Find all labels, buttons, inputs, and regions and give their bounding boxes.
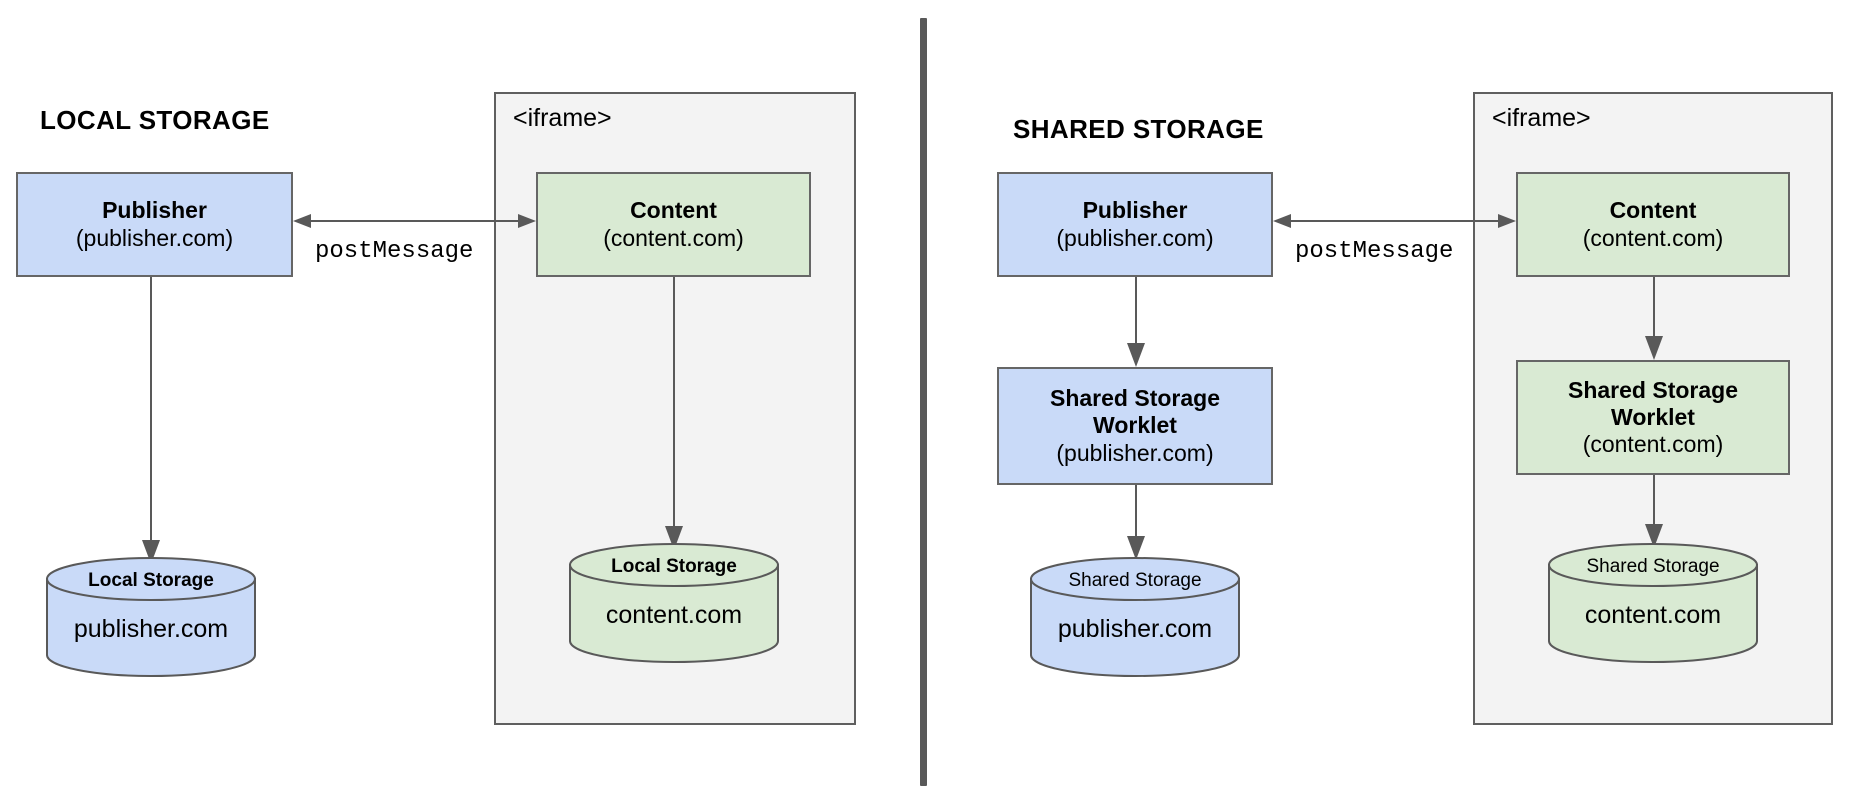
label-postmessage-shared: postMessage <box>1295 238 1454 265</box>
panel-title-shared-storage: SHARED STORAGE <box>1013 114 1264 144</box>
node-content-local[interactable]: Content (content.com) <box>536 172 811 277</box>
connector-worklet-to-store-content <box>1645 475 1663 548</box>
node-content-shared-title: Content <box>1609 197 1697 224</box>
panel-title-local-storage: LOCAL STORAGE <box>40 105 270 135</box>
connector-postmessage-local <box>293 214 536 228</box>
node-worklet-publisher-line2: Worklet <box>1093 412 1177 439</box>
node-publisher-shared-title: Publisher <box>1082 197 1188 224</box>
label-postmessage-local: postMessage <box>315 238 474 265</box>
node-worklet-publisher[interactable]: Shared Storage Worklet (publisher.com) <box>997 367 1273 485</box>
connector-postmessage-shared <box>1273 214 1516 228</box>
node-worklet-content-line2: Worklet <box>1611 403 1695 430</box>
node-publisher-shared[interactable]: Publisher (publisher.com) <box>997 172 1273 277</box>
node-worklet-content-subtitle: (content.com) <box>1582 431 1724 458</box>
node-worklet-content[interactable]: Shared Storage Worklet (content.com) <box>1516 360 1790 475</box>
connector-content-to-store-local <box>665 277 683 550</box>
connector-publisher-to-worklet-shared <box>1127 277 1145 367</box>
datastore-local-publisher[interactable]: Local Storage publisher.com <box>46 557 256 677</box>
connector-publisher-to-store-local <box>142 277 160 564</box>
datastore-shared-publisher[interactable]: Shared Storage publisher.com <box>1030 557 1240 677</box>
node-publisher-shared-subtitle: (publisher.com) <box>1056 224 1214 251</box>
node-worklet-publisher-line1: Shared Storage <box>1050 385 1220 412</box>
node-content-local-title: Content <box>630 197 717 224</box>
connector-content-to-worklet-shared <box>1645 277 1663 360</box>
node-content-local-subtitle: (content.com) <box>603 224 744 251</box>
connector-worklet-to-store-publisher <box>1127 485 1145 560</box>
node-publisher-local[interactable]: Publisher (publisher.com) <box>16 172 293 277</box>
node-content-shared[interactable]: Content (content.com) <box>1516 172 1790 277</box>
node-publisher-local-subtitle: (publisher.com) <box>75 224 234 251</box>
datastore-local-content[interactable]: Local Storage content.com <box>569 543 779 663</box>
node-content-shared-subtitle: (content.com) <box>1582 224 1724 251</box>
node-worklet-content-line1: Shared Storage <box>1568 376 1738 403</box>
iframe-label-shared: <iframe> <box>1492 104 1591 132</box>
node-publisher-local-title: Publisher <box>102 197 207 224</box>
vertical-divider <box>920 18 927 786</box>
node-worklet-publisher-subtitle: (publisher.com) <box>1056 439 1214 466</box>
datastore-shared-content[interactable]: Shared Storage content.com <box>1548 543 1758 663</box>
iframe-label-local: <iframe> <box>513 104 612 132</box>
